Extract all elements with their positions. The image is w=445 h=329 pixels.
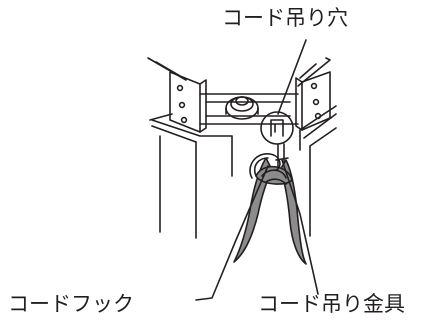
highlight-circle: [260, 111, 294, 145]
cord-hook-label: コードフック: [8, 292, 134, 316]
center-nut: [225, 96, 259, 120]
cord-loop: [233, 157, 307, 265]
cord-hanging-bracket-label: コード吊り金具: [258, 292, 405, 316]
left-bracket: [169, 71, 207, 133]
cord-hanging-hole-label: コード吊り穴: [222, 6, 348, 30]
leader-lines: [195, 39, 319, 301]
cord-hook: [249, 153, 281, 179]
housing-walls: [149, 105, 337, 239]
